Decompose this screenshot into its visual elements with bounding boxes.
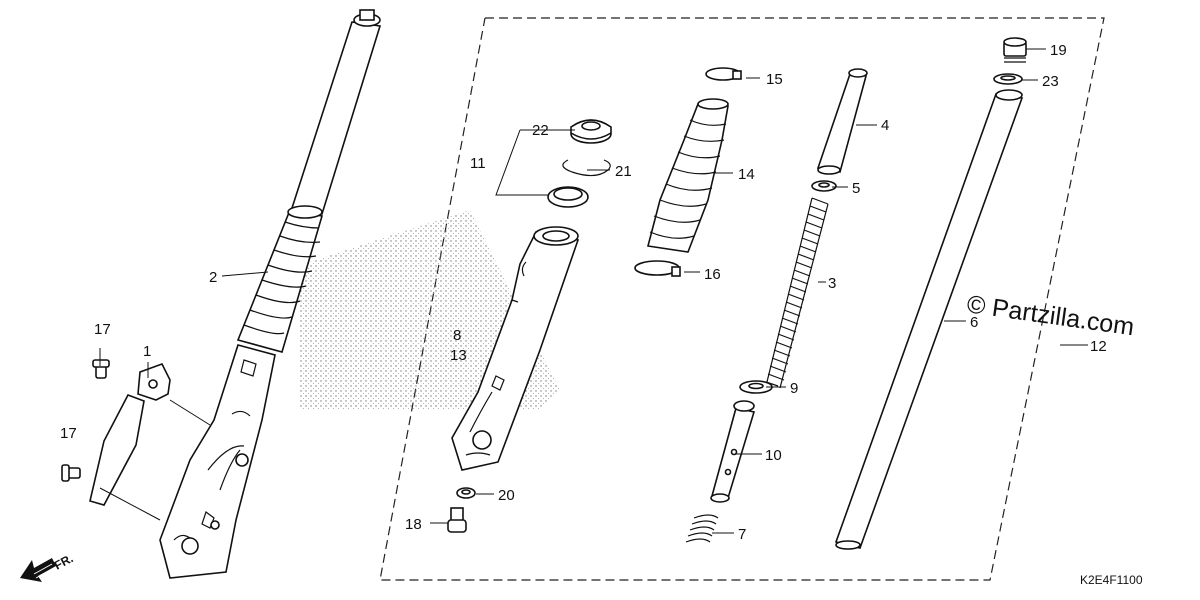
rebound-spring (685, 514, 719, 543)
callout-13: 13 (450, 347, 467, 364)
callout-5: 5 (852, 180, 860, 197)
front-direction-label: FR. (52, 551, 76, 572)
callout-21: 21 (615, 163, 632, 180)
fork-spring (765, 197, 829, 389)
assembled-boot (236, 205, 324, 353)
assembled-cap-bolt (359, 9, 375, 21)
callout-9: 9 (790, 380, 798, 397)
lower-boot-band (634, 260, 681, 277)
callout-18: 18 (405, 516, 422, 533)
oil-seal-stopper-ring (562, 159, 611, 177)
callout-14: 14 (738, 166, 755, 183)
callout-3: 3 (828, 275, 836, 292)
bolt-17-upper (92, 359, 110, 379)
callout-19: 19 (1050, 42, 1067, 59)
callout-4: 4 (881, 117, 889, 134)
callout-15: 15 (766, 71, 783, 88)
callout-8: 8 (453, 327, 461, 344)
bolt-17-lower (61, 464, 81, 482)
callout-6: 6 (970, 314, 978, 331)
callout-7: 7 (738, 526, 746, 543)
fork-cap-bolt (1003, 37, 1027, 63)
sealing-washer (456, 487, 476, 499)
front-direction-arrow-icon (20, 558, 56, 582)
fork-piston (710, 400, 756, 503)
callout-11: 11 (470, 155, 486, 172)
oil-seal (547, 186, 589, 208)
socket-bolt (447, 507, 467, 533)
spring-seat (811, 180, 837, 192)
dust-seal (570, 119, 612, 144)
cap-o-ring (993, 73, 1023, 85)
fork-collar-pipe (816, 68, 868, 175)
callout-2: 2 (209, 269, 217, 286)
watermark: © Partzilla.com (965, 290, 1136, 341)
callout-17b: 17 (60, 425, 77, 442)
fork-slider (451, 226, 580, 471)
reflector-bracket (89, 363, 171, 506)
callout-16: 16 (704, 266, 721, 283)
callout-17a: 17 (94, 321, 111, 338)
callout-20: 20 (498, 487, 515, 504)
assembled-outer-tube (159, 344, 276, 579)
inner-fork-tube (834, 89, 1024, 550)
callout-12: 12 (1090, 338, 1107, 355)
callout-1: 1 (143, 343, 151, 360)
fork-boot (647, 98, 729, 253)
diagram-code: K2E4F1100 (1080, 573, 1143, 587)
upper-boot-band (705, 67, 742, 81)
piston-ring (739, 380, 773, 394)
leader-lines (99, 48, 1088, 534)
callout-23: 23 (1042, 73, 1059, 90)
callout-22: 22 (532, 122, 549, 139)
assembled-inner-tube (290, 21, 382, 215)
assembled-fork (159, 9, 382, 579)
callout-10: 10 (765, 447, 782, 464)
